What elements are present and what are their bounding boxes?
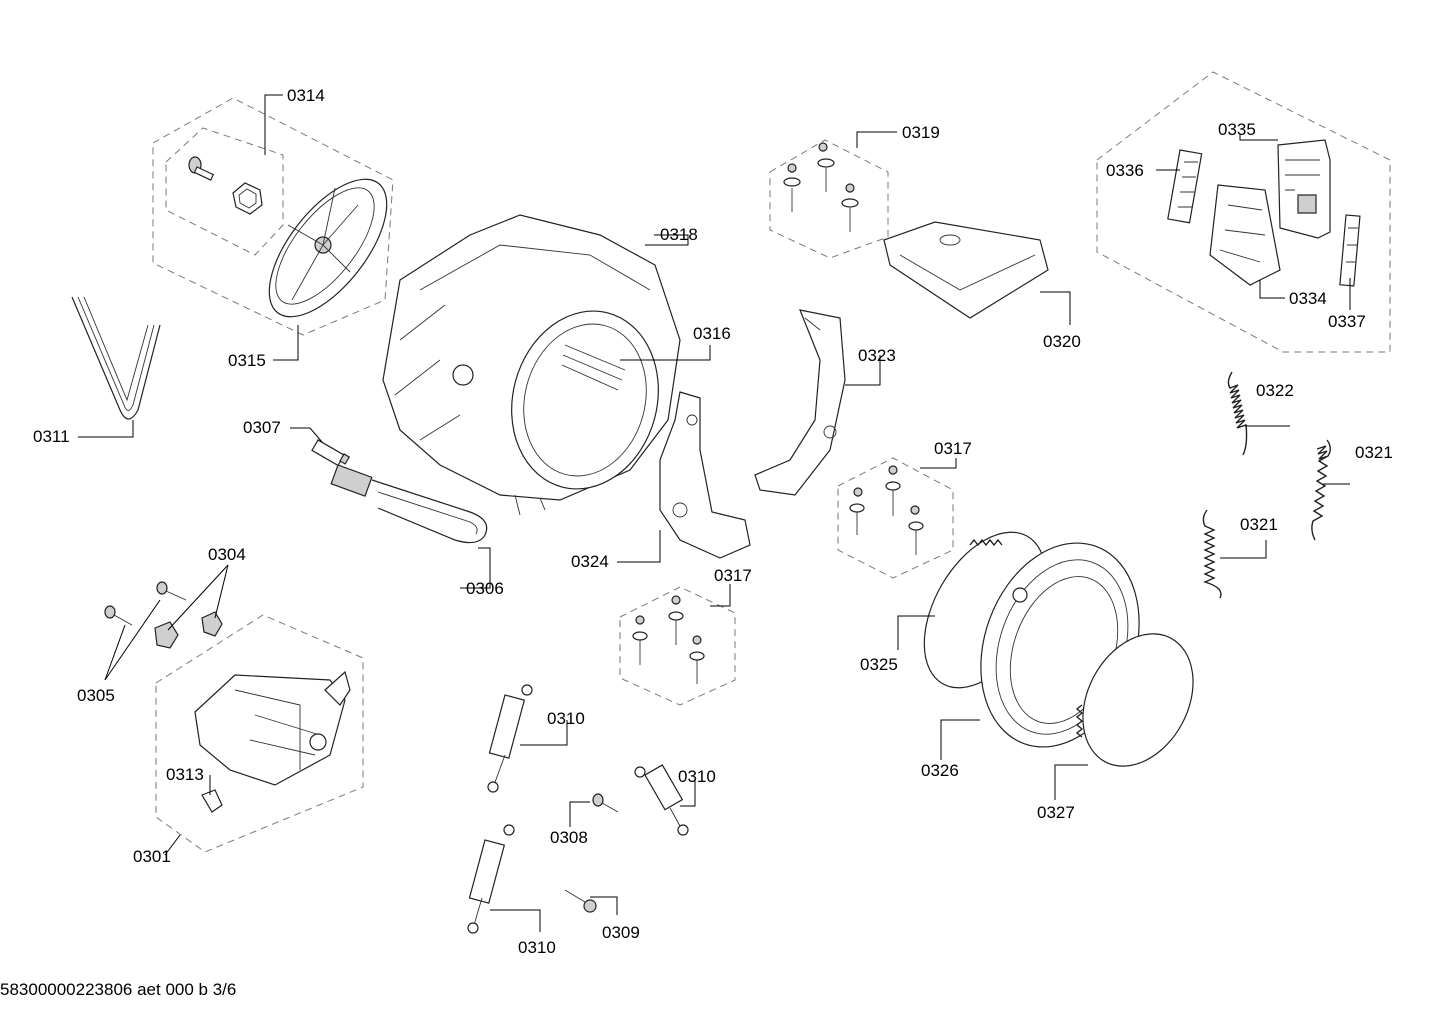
motor-part [194, 670, 351, 786]
group-outline-electronics [1096, 71, 1391, 353]
shock-absorber-part [634, 764, 689, 836]
tub-part [382, 214, 681, 516]
callout-0310-upper: 0310 [547, 709, 585, 728]
control-board-part [1277, 139, 1331, 239]
connector-strip-part [1339, 214, 1361, 287]
bracket-part [659, 391, 751, 559]
callout-0301: 0301 [133, 847, 171, 866]
shock-absorber-part [467, 824, 515, 934]
tension-spring-part [1227, 371, 1248, 456]
drive-belt-part [71, 296, 161, 420]
screw-set-part [632, 595, 705, 684]
callout-0321-right: 0321 [1355, 443, 1393, 462]
group-outline-screws-0319 [769, 139, 889, 259]
leader-lines [78, 94, 1351, 932]
callout-0310-lower: 0310 [518, 938, 556, 957]
callout-0323: 0323 [858, 346, 896, 365]
temperature-sensor-part [311, 439, 351, 467]
callout-0317-upper: 0317 [934, 439, 972, 458]
callout-0320: 0320 [1043, 332, 1081, 351]
group-outline-pulley-hardware [165, 127, 284, 256]
leveling-foot-part [201, 611, 223, 637]
callout-0325: 0325 [860, 655, 898, 674]
callout-0309: 0309 [602, 923, 640, 942]
callout-0313: 0313 [166, 765, 204, 784]
group-outline-screws-0317-lower [619, 586, 736, 706]
callout-0314: 0314 [287, 86, 325, 105]
callout-0317-lower: 0317 [714, 566, 752, 585]
callout-0310-middle: 0310 [678, 767, 716, 786]
heating-element-part [330, 464, 488, 544]
leveling-foot-part [154, 621, 179, 649]
pulley-bolt-part [188, 156, 215, 181]
callout-0336: 0336 [1106, 161, 1144, 180]
screw-part [156, 581, 187, 601]
callout-0311: 0311 [33, 427, 70, 446]
callout-0306: 0306 [466, 579, 504, 598]
screw-set-part [849, 465, 924, 555]
callout-0307: 0307 [243, 418, 281, 437]
counterweight-part [883, 221, 1049, 319]
shock-absorber-part [487, 684, 533, 793]
group-outline-screws-0317-upper [837, 457, 954, 579]
clamp-ring-part [1075, 633, 1194, 767]
callout-0324: 0324 [571, 552, 609, 571]
module-housing-part [1209, 184, 1281, 286]
callout-0321-left: 0321 [1240, 515, 1278, 534]
callout-0337: 0337 [1328, 312, 1366, 331]
callout-0327: 0327 [1037, 803, 1075, 822]
callout-0335: 0335 [1218, 120, 1256, 139]
pin-part [592, 793, 619, 813]
motor-clip-part [201, 789, 223, 813]
terminal-block-part [1167, 149, 1203, 224]
callout-0319: 0319 [902, 123, 940, 142]
callout-0305: 0305 [77, 686, 115, 705]
callout-0318: 0318 [660, 225, 698, 244]
callout-0304: 0304 [208, 545, 246, 564]
callout-0315: 0315 [228, 351, 266, 370]
pulley-wheel-part [268, 178, 388, 318]
tension-spring-part [1311, 439, 1331, 541]
callout-0308: 0308 [550, 828, 588, 847]
pulley-nut-part [232, 182, 263, 215]
callout-0334: 0334 [1289, 289, 1327, 308]
bolt-part [564, 889, 597, 913]
screw-part [104, 605, 133, 626]
drawing-reference-code: 58300000223806 aet 000 b 3/6 [0, 980, 237, 999]
tension-spring-part [1202, 509, 1222, 599]
bracket-part [754, 309, 846, 496]
callout-0322: 0322 [1256, 381, 1294, 400]
callout-0326: 0326 [921, 761, 959, 780]
group-outline-motor [155, 614, 364, 853]
callout-0316: 0316 [693, 324, 731, 343]
screw-set-part [783, 142, 859, 232]
